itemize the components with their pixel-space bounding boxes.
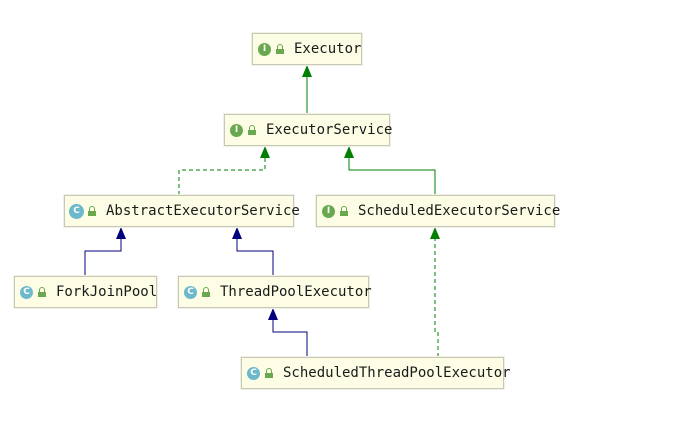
edge-scheduledthreadpoolexecutor-scheduledexecutorservice [430,227,440,357]
lock-icon [201,287,211,297]
edge-scheduledexecutorservice-executorservice [344,146,436,195]
class-icon: C [247,366,260,380]
lock-icon [275,44,285,54]
interface-icon: I [258,42,271,56]
arrowhead [260,146,270,158]
edge-threadpoolexecutor-abstractexecutorservice [232,227,274,276]
lock-icon [339,206,349,216]
arrowhead [232,227,242,239]
node-label: ExecutorService [266,122,393,138]
arrowhead [268,308,278,320]
arrowhead [302,65,312,77]
node-scheduledthreadpoolexecutor[interactable]: C ScheduledThreadPoolExecutor [241,357,511,389]
node-label: ForkJoinPool [56,284,158,300]
node-executor[interactable]: I Executor [252,33,362,65]
lock-icon [87,206,97,216]
lock-icon [37,287,47,297]
interface-icon: I [322,204,335,218]
abstract-class-icon: C [70,204,83,218]
interface-icon: I [230,123,243,137]
edge-forkjoinpool-abstractexecutorservice [84,227,126,276]
node-label: ScheduledThreadPoolExecutor [283,365,511,381]
node-forkjoinpool[interactable]: C ForkJoinPool [14,276,157,308]
arrowhead [430,227,440,239]
edge-abstractexecutorservice-executorservice [178,146,270,195]
lock-icon [247,125,257,135]
node-label: ThreadPoolExecutor [220,284,372,300]
node-label: Executor [294,41,362,57]
node-threadpoolexecutor[interactable]: C ThreadPoolExecutor [178,276,372,308]
class-icon: C [184,285,197,299]
edge-scheduledthreadpoolexecutor-threadpoolexecutor [268,308,308,357]
node-label: AbstractExecutorService [106,203,300,219]
arrowhead [116,227,126,239]
node-executorservice[interactable]: I ExecutorService [224,114,393,146]
arrowhead [344,146,354,158]
node-abstractexecutorservice[interactable]: C AbstractExecutorService [64,195,300,227]
lock-icon [264,368,274,378]
node-label: ScheduledExecutorService [358,203,561,219]
class-icon: C [20,285,33,299]
node-scheduledexecutorservice[interactable]: I ScheduledExecutorService [316,195,560,227]
edge-executorservice-executor [302,65,312,114]
